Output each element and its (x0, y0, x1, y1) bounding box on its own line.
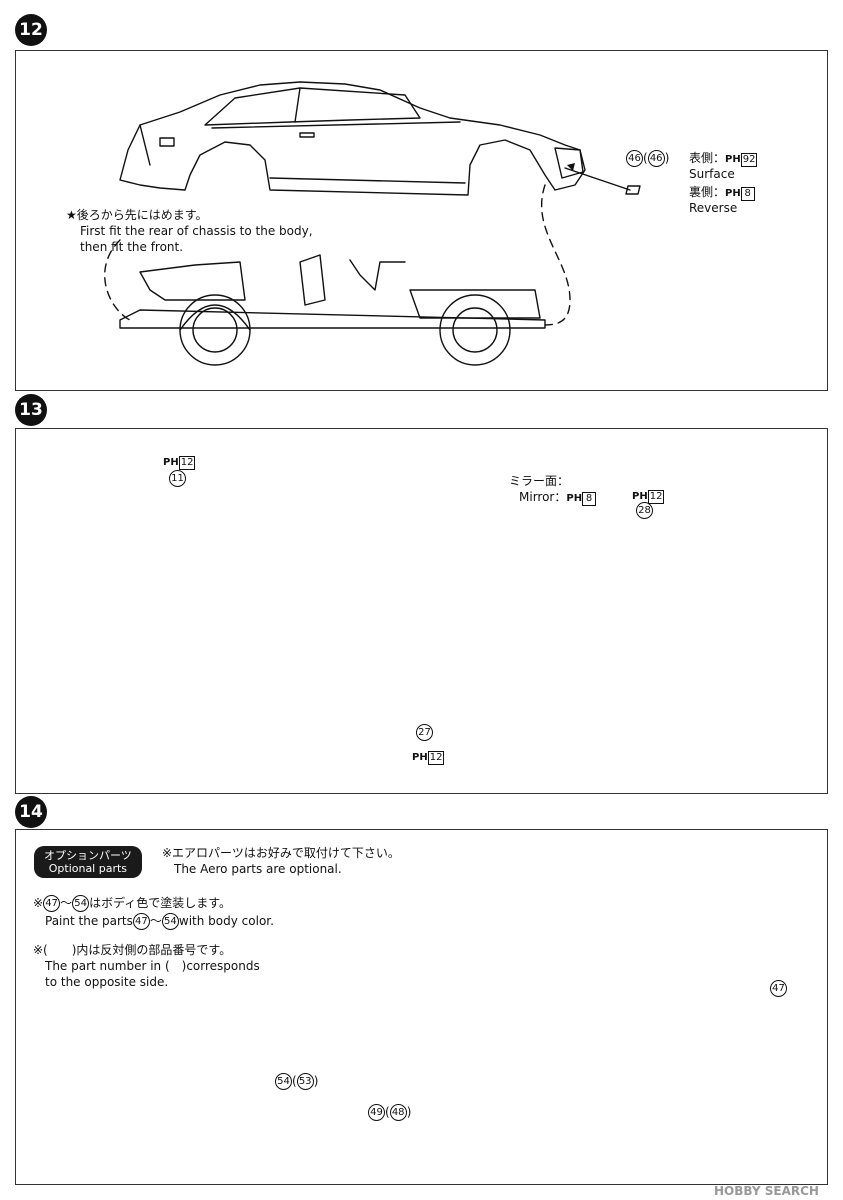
ph-label: PH (566, 493, 583, 504)
part-46-opposite-number: 46 (647, 150, 665, 167)
part-46-number: 46 (626, 150, 643, 167)
part-11-label: 11 (169, 470, 186, 487)
opposite-note-en-2: to the opposite side. (45, 975, 169, 989)
mirror-color-number: 8 (582, 492, 597, 506)
part-47-label: 47 (770, 980, 787, 997)
reverse-jp-label: 裏側： (689, 185, 726, 199)
opposite-note-en-1: The part number in ( )corresponds (45, 959, 260, 973)
paint-note-suffix: はボディ色で塗装します。 (89, 896, 232, 910)
aero-note-en: The Aero parts are optional. (174, 862, 342, 876)
part-53-number: 53 (296, 1073, 314, 1090)
part-11-number: 11 (169, 470, 186, 487)
paint-to-number: 54 (161, 913, 179, 930)
part-48-number: 48 (389, 1104, 407, 1121)
mirror-jp-label: ミラー面： (509, 474, 570, 488)
fit-note-jp: ★後ろから先にはめます。 (66, 208, 208, 222)
part-49-label: 49(48) (368, 1104, 411, 1121)
watermark: HOBBY SEARCH (714, 1184, 819, 1198)
mirror-en-label: Mirror： (519, 490, 567, 504)
paint-en-prefix: Paint the parts (45, 914, 133, 928)
step-14-panel (15, 829, 828, 1185)
ph-label: PH (632, 491, 648, 502)
part-28-number: 28 (636, 502, 653, 519)
ph-label: PH (163, 457, 179, 468)
fit-note-en-1: First fit the rear of chassis to the bod… (80, 224, 313, 238)
paint-to-number: 54 (72, 895, 90, 912)
paint-from-number: 47 (132, 913, 150, 930)
optional-parts-jp: オプションパーツ (44, 849, 132, 862)
part-27-number: 27 (416, 724, 433, 741)
step-13-badge: 13 (15, 394, 47, 426)
part-54-number: 54 (275, 1073, 292, 1090)
opposite-note-jp: ※( )内は反対側の部品番号です。 (33, 943, 232, 957)
part-27-label: 27 (416, 724, 433, 741)
part-46-label: 46(46) (626, 150, 669, 167)
paint-note-prefix: ※ (33, 896, 44, 910)
ph-label: PH (412, 752, 428, 763)
step-14-badge: 14 (15, 796, 47, 828)
part-54-label: 54(53) (275, 1073, 318, 1090)
surface-color-number: 92 (740, 153, 758, 167)
part-47-number: 47 (770, 980, 787, 997)
fit-note-en-2: then fit the front. (80, 240, 184, 254)
part-28-label: 28 (636, 502, 653, 519)
step-12-badge: 12 (15, 14, 47, 46)
part-49-number: 49 (368, 1104, 385, 1121)
reverse-en-label: Reverse (689, 201, 738, 215)
ph-label: PH (725, 154, 741, 165)
paint-en-suffix: with body color. (178, 914, 274, 928)
surface-en-label: Surface (689, 167, 735, 181)
aero-note-jp: ※エアロパーツはお好みで取付けて下さい。 (162, 846, 400, 860)
surface-jp-label: 表側： (689, 151, 726, 165)
part-27-color-number: 12 (427, 751, 445, 765)
part-28-color-number: 12 (647, 490, 665, 504)
optional-parts-en: Optional parts (48, 862, 128, 875)
ph-label: PH (725, 188, 741, 199)
part-11-color-number: 12 (178, 456, 196, 470)
reverse-color-number: 8 (740, 187, 755, 201)
optional-parts-badge: オプションパーツ Optional parts (34, 846, 142, 878)
paint-from-number: 47 (43, 895, 61, 912)
